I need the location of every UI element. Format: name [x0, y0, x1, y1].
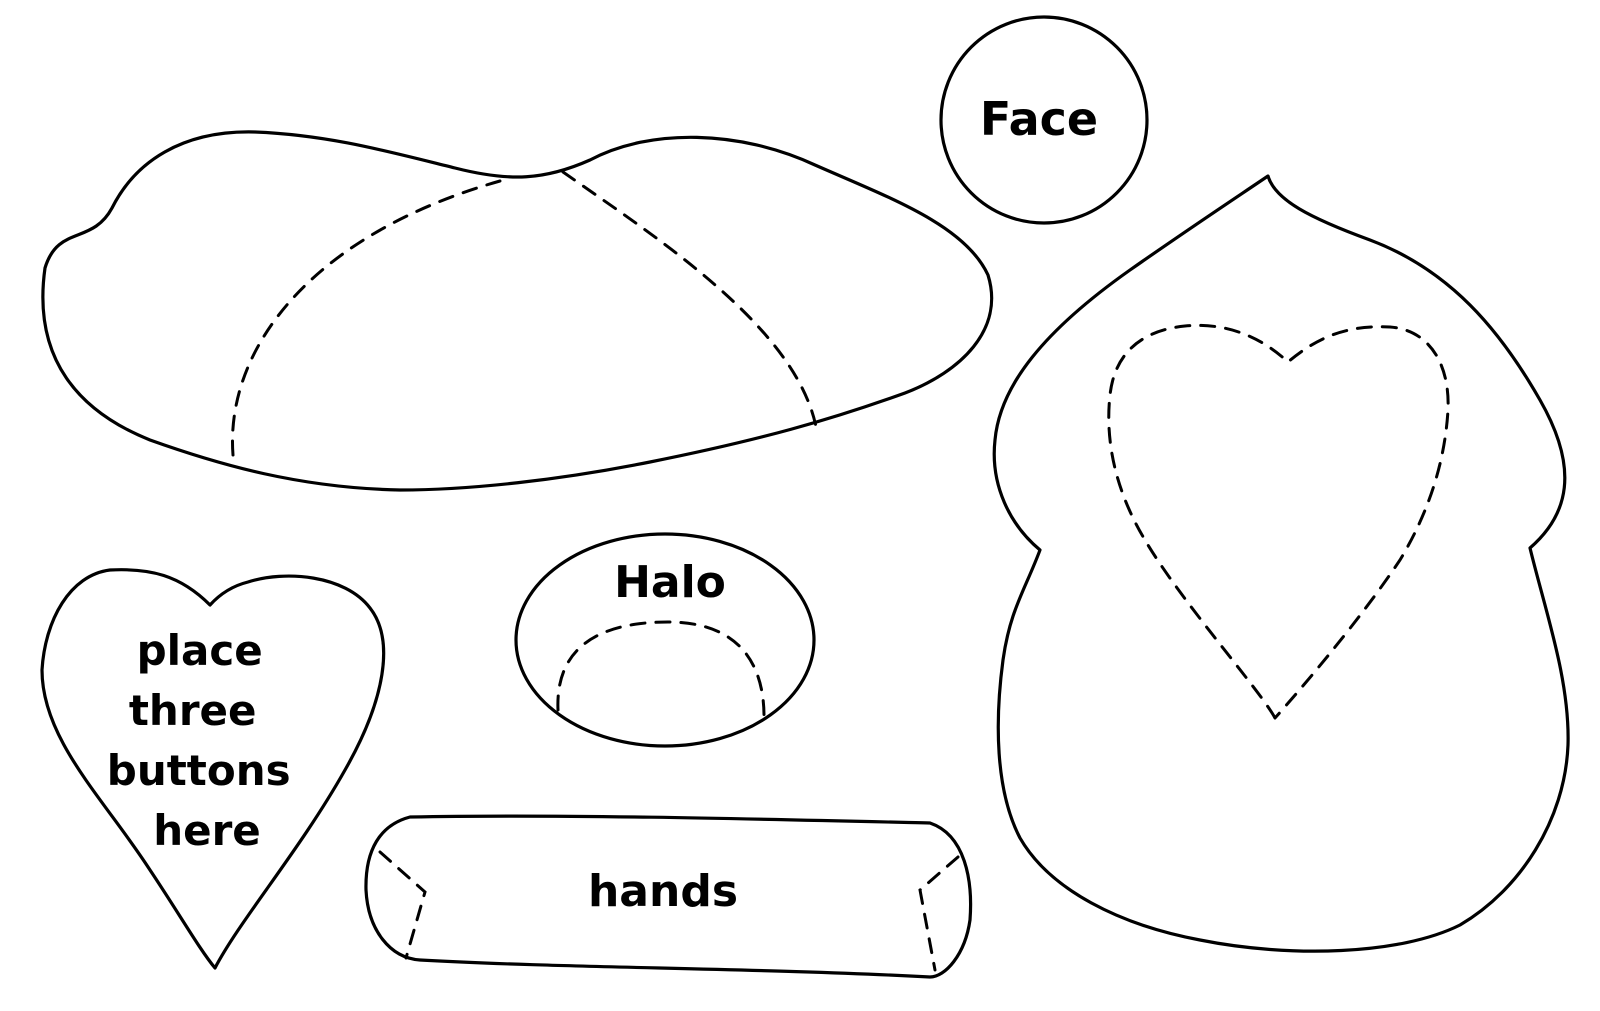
- heart-outline: [40, 568, 386, 970]
- hands-piece: hands: [364, 814, 973, 979]
- halo-piece: Halo: [514, 532, 816, 748]
- body-piece: [992, 174, 1570, 953]
- face-piece: Face: [939, 15, 1149, 225]
- face-outline: [939, 15, 1149, 225]
- wings-piece: [41, 130, 994, 492]
- heart-piece: place three buttons here: [40, 568, 386, 970]
- halo-stitch: [556, 620, 766, 722]
- heart-label-line-1: place: [137, 626, 263, 675]
- wings-stitch-left: [230, 179, 502, 457]
- hands-label: hands: [588, 866, 738, 917]
- hands-stitch-right: [918, 855, 960, 972]
- hands-stitch-left: [378, 850, 427, 960]
- wings-outline: [41, 130, 994, 492]
- wings-stitch-right: [561, 170, 819, 434]
- halo-outline: [514, 532, 816, 748]
- heart-label-line-2: three: [129, 686, 257, 735]
- body-heart-stitch: [1107, 323, 1450, 720]
- face-label: Face: [980, 92, 1098, 146]
- heart-label-line-3: buttons: [107, 746, 291, 795]
- halo-label: Halo: [614, 557, 726, 608]
- heart-label-line-4: here: [153, 806, 261, 855]
- hands-outline: [364, 814, 973, 979]
- body-outline: [992, 174, 1570, 953]
- heart-label: place three buttons here: [107, 626, 306, 855]
